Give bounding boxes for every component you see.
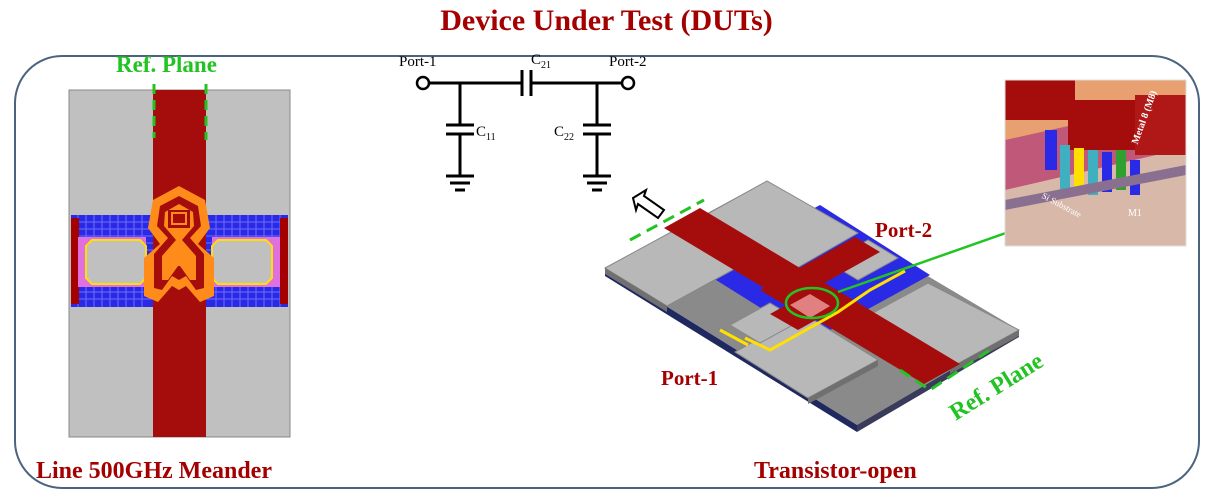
c22-label: C22 xyxy=(554,124,574,143)
c11-main: C xyxy=(476,124,487,140)
schematic-port1-label: Port-1 xyxy=(399,54,437,70)
right-port1-label: Port-1 xyxy=(661,366,719,390)
page-title: Device Under Test (DUTs) xyxy=(440,4,773,37)
left-ref-plane-label: Ref. Plane xyxy=(116,52,217,77)
c11-label: C11 xyxy=(476,124,496,143)
c21-sub: 21 xyxy=(541,60,552,71)
dut-frame xyxy=(14,55,1200,489)
inset-m1-label: M1 xyxy=(1128,208,1142,219)
c11-sub: 11 xyxy=(486,132,496,143)
schematic-port2-label: Port-2 xyxy=(609,54,647,70)
left-caption: Line 500GHz Meander xyxy=(36,458,272,484)
right-port2-label: Port-2 xyxy=(875,218,933,242)
c22-sub: 22 xyxy=(564,132,575,143)
c21-main: C xyxy=(531,52,542,68)
right-caption: Transistor-open xyxy=(754,458,917,484)
c21-label: C21 xyxy=(531,52,551,71)
c22-main: C xyxy=(554,124,565,140)
